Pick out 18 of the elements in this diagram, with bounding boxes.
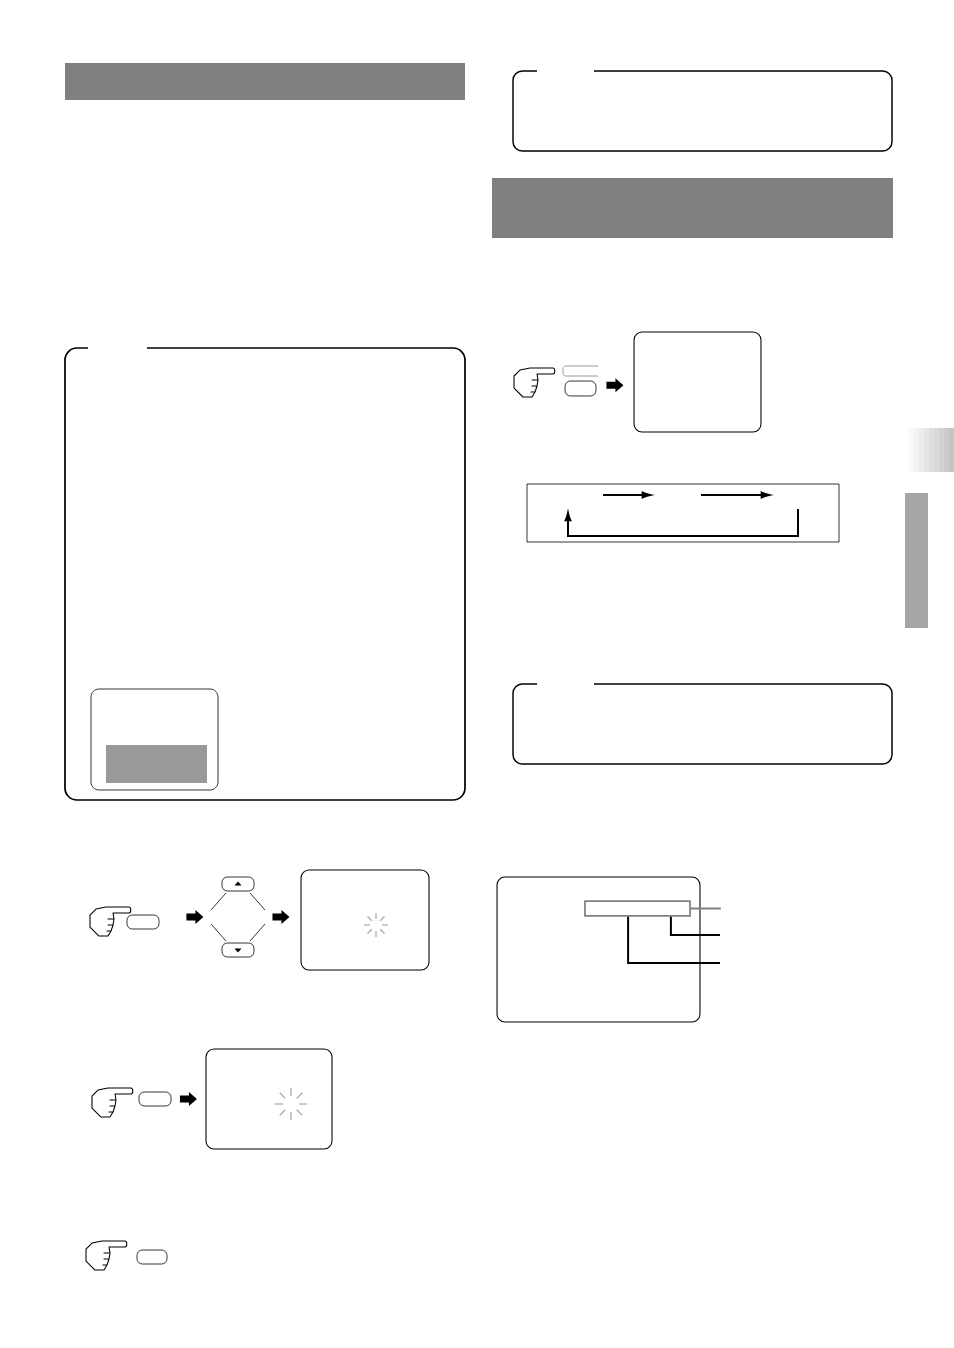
screen-frame [300, 869, 430, 971]
leader-line [689, 907, 722, 910]
screen-frame [633, 331, 762, 433]
screen-frame [496, 876, 701, 1023]
arrow [179, 1092, 197, 1106]
button [562, 365, 599, 397]
up-button [221, 876, 255, 892]
button [138, 1091, 172, 1107]
arrow [272, 910, 290, 924]
arrow [606, 378, 624, 393]
down-button [221, 942, 255, 958]
button [126, 914, 160, 930]
leader-line [669, 915, 721, 936]
leader-line [627, 915, 721, 964]
display-field [584, 900, 691, 917]
button [136, 1249, 168, 1265]
arrow [186, 910, 204, 924]
screen-frame [205, 1048, 333, 1150]
